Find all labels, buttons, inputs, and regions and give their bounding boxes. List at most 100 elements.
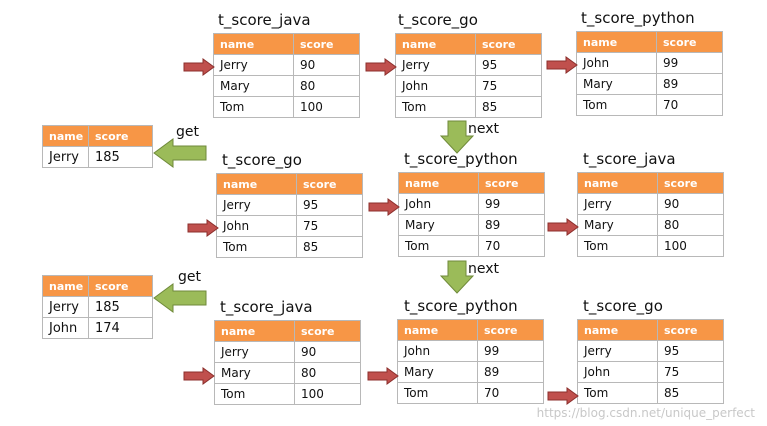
table-cell: 90 <box>657 193 724 215</box>
watermark: https://blog.csdn.net/unique_perfect <box>536 406 755 420</box>
table-cell: John <box>42 317 89 339</box>
table-cell: 100 <box>294 383 361 405</box>
table-cell: Jerry <box>42 146 89 168</box>
table-cell: 85 <box>657 382 724 404</box>
table-header-cell: score <box>294 320 361 342</box>
next-down-arrow-icon <box>440 260 474 294</box>
table-cell: 99 <box>478 193 545 215</box>
next-label: next <box>468 261 500 277</box>
pointer-arrow-icon <box>187 219 219 237</box>
col-score-header: score <box>293 33 360 55</box>
title-row2-python: t_score_python <box>404 150 518 168</box>
table-header-cell: name <box>398 172 479 194</box>
table-cell: 99 <box>477 340 544 362</box>
table-cell: 85 <box>475 96 542 118</box>
pointer-arrow-icon <box>183 58 215 76</box>
col-name-header: name <box>213 33 294 55</box>
table-cell: 95 <box>475 54 542 76</box>
table-cell: 80 <box>293 75 360 97</box>
get-left-arrow-icon <box>153 138 207 168</box>
table-header-cell: name <box>214 320 295 342</box>
get-label: get <box>178 269 201 285</box>
table-header-cell: score <box>657 172 724 194</box>
pointer-arrow-icon <box>547 387 579 405</box>
table-header-cell: name <box>395 33 476 55</box>
table-cell: Tom <box>213 96 294 118</box>
table-cell: Mary <box>577 214 658 236</box>
table-cell: 89 <box>477 361 544 383</box>
table-cell: 185 <box>88 296 153 318</box>
title-row3-java: t_score_java <box>220 298 313 316</box>
title-row3-python: t_score_python <box>404 297 518 315</box>
table-cell: John <box>576 52 657 74</box>
get-left-arrow-icon <box>153 283 207 313</box>
table-header-cell: name <box>577 319 658 341</box>
table-header-cell: score <box>657 319 724 341</box>
table-cell: 80 <box>657 214 724 236</box>
table-cell: 75 <box>475 75 542 97</box>
table-cell: Jerry <box>577 340 658 362</box>
table-cell: 90 <box>293 54 360 76</box>
table-cell: 89 <box>656 73 723 95</box>
table-cell: John <box>398 193 479 215</box>
pointer-arrow-icon <box>367 367 399 385</box>
title-row2-go: t_score_go <box>222 151 302 169</box>
title-row1-python: t_score_python <box>581 9 695 27</box>
table-header-cell: score <box>477 319 544 341</box>
pointer-arrow-icon <box>368 198 400 216</box>
table-header-cell: score <box>88 125 153 147</box>
pointer-arrow-icon <box>183 367 215 385</box>
table-header-cell: score <box>475 33 542 55</box>
table-cell: Tom <box>577 382 658 404</box>
table-cell: Mary <box>398 214 479 236</box>
table-header-cell: score <box>656 31 723 53</box>
table-cell: 75 <box>296 215 363 237</box>
pointer-arrow-icon <box>547 218 579 236</box>
table-header-cell: name <box>216 173 297 195</box>
table-header-cell: name <box>42 275 89 297</box>
next-down-arrow-icon <box>440 120 474 154</box>
table-cell: Jerry <box>213 54 294 76</box>
table-cell: 70 <box>477 382 544 404</box>
table-cell: Tom <box>577 235 658 257</box>
title-row1-go: t_score_go <box>398 11 478 29</box>
table-cell: 95 <box>296 194 363 216</box>
table-header-cell: score <box>296 173 363 195</box>
table-cell: Tom <box>214 383 295 405</box>
table-cell: John <box>395 75 476 97</box>
table-cell: 185 <box>88 146 153 168</box>
table-cell: 89 <box>478 214 545 236</box>
table-header-cell: name <box>576 31 657 53</box>
title-row3-go: t_score_go <box>583 297 663 315</box>
table-cell: John <box>397 340 478 362</box>
